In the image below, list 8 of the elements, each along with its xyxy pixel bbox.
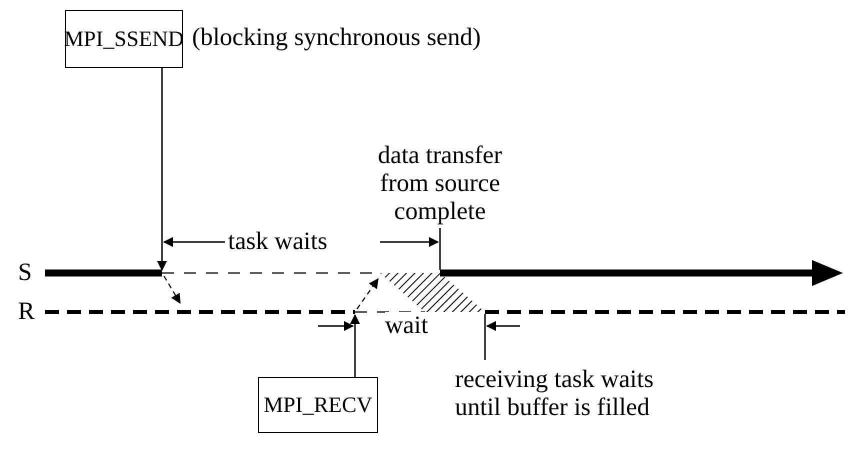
leader-arrow [350,314,360,377]
annotation: data transfer from source complete [376,142,504,226]
function-box: MPI_RECV [258,377,378,433]
timeline-label: S [18,259,32,287]
timeline-label: R [18,298,35,326]
annotation: receiving task waits until buffer is filled [455,366,655,422]
node-caption: (blocking synchronous send) [192,24,481,52]
leader-arrow [157,68,167,271]
